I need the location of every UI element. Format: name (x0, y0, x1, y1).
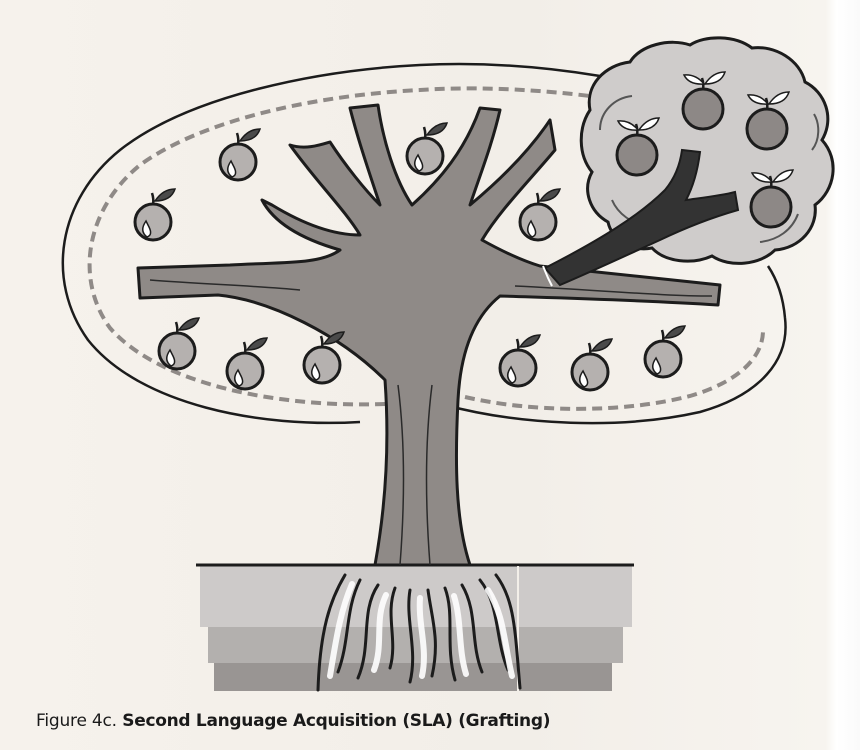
soil-layers (196, 565, 634, 692)
figure-title: Second Language Acquisition (SLA) (Graft… (122, 711, 550, 731)
apple-icon (500, 335, 540, 386)
apple-icon (220, 129, 260, 180)
figure-number: Figure 4c. (36, 711, 117, 731)
apple-icon (159, 318, 199, 369)
apple-icon (645, 326, 685, 377)
apple-icon (135, 189, 175, 240)
figure-caption: Figure 4c. Second Language Acquisition (… (36, 711, 550, 731)
apple-icon (407, 123, 447, 174)
apple-icon (572, 339, 612, 390)
apple-icon (227, 338, 267, 389)
apple-icon (520, 189, 560, 240)
apple-icon (304, 332, 344, 383)
